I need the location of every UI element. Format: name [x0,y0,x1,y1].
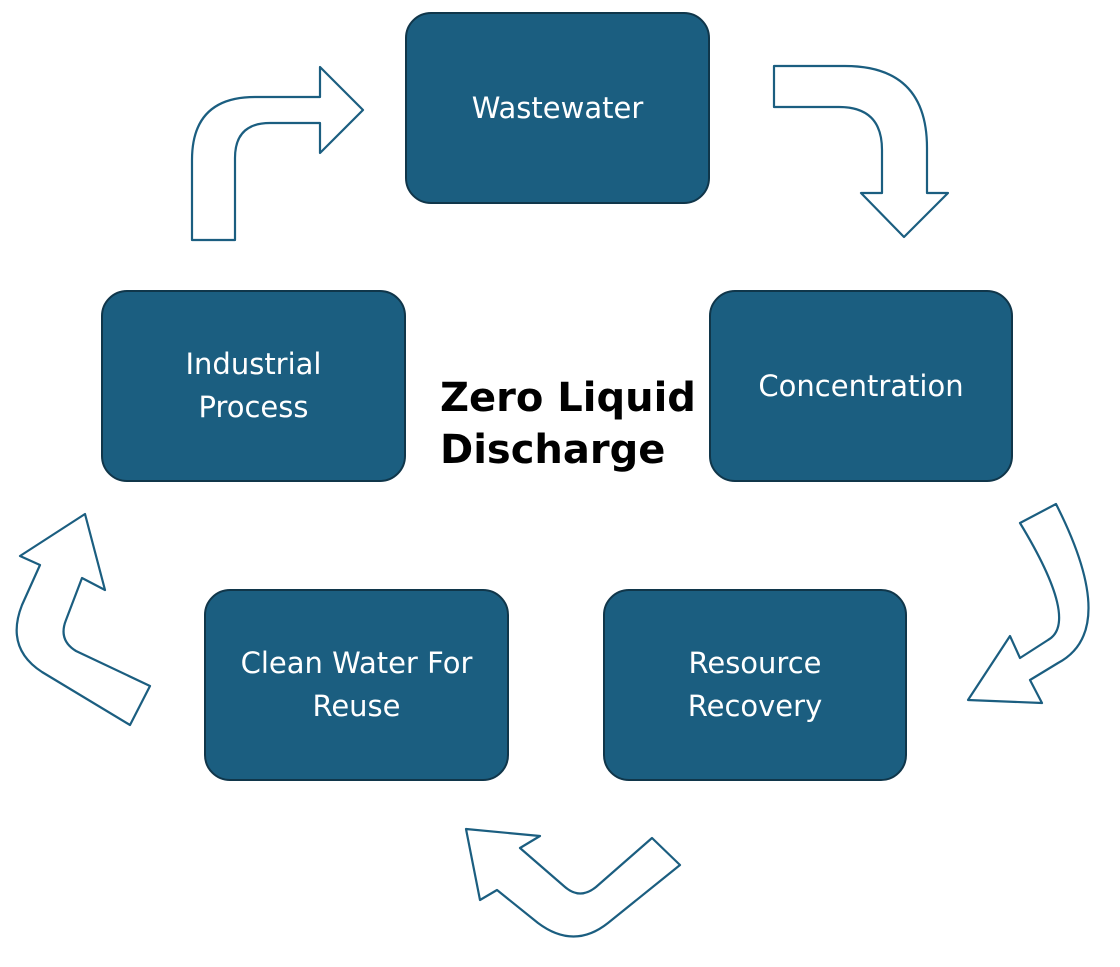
step-industrial-process-label-line2: Process [198,390,309,424]
step-clean-water-box: Clean Water For Reuse [204,589,509,781]
diagram-title-line2: Discharge [440,427,666,473]
diagram-title-line1: Zero Liquid [440,375,696,421]
step-clean-water-label-line2: Reuse [312,689,401,723]
step-clean-water-label-line1: Clean Water For [240,646,473,680]
step-industrial-process-box: Industrial Process [101,290,406,482]
step-resource-recovery-label-line1: Resource [688,646,822,680]
step-concentration-box: Concentration [709,290,1013,482]
step-wastewater-box: Wastewater [405,12,710,204]
arrow-concentration-to-resource [966,502,1090,705]
step-resource-recovery-label-line2: Recovery [687,689,823,723]
step-resource-recovery-box: Resource Recovery [603,589,907,781]
step-wastewater-label: Wastewater [471,90,644,125]
arrow-resource-to-clean [464,827,682,938]
arrow-clean-to-industrial [15,512,152,727]
arrow-industrial-to-wastewater [190,65,365,242]
arrow-wastewater-to-concentration [772,64,950,239]
step-industrial-process-label-line1: Industrial [185,347,322,381]
step-concentration-label: Concentration [758,368,964,403]
diagram-title: Zero Liquid Discharge [418,372,712,476]
